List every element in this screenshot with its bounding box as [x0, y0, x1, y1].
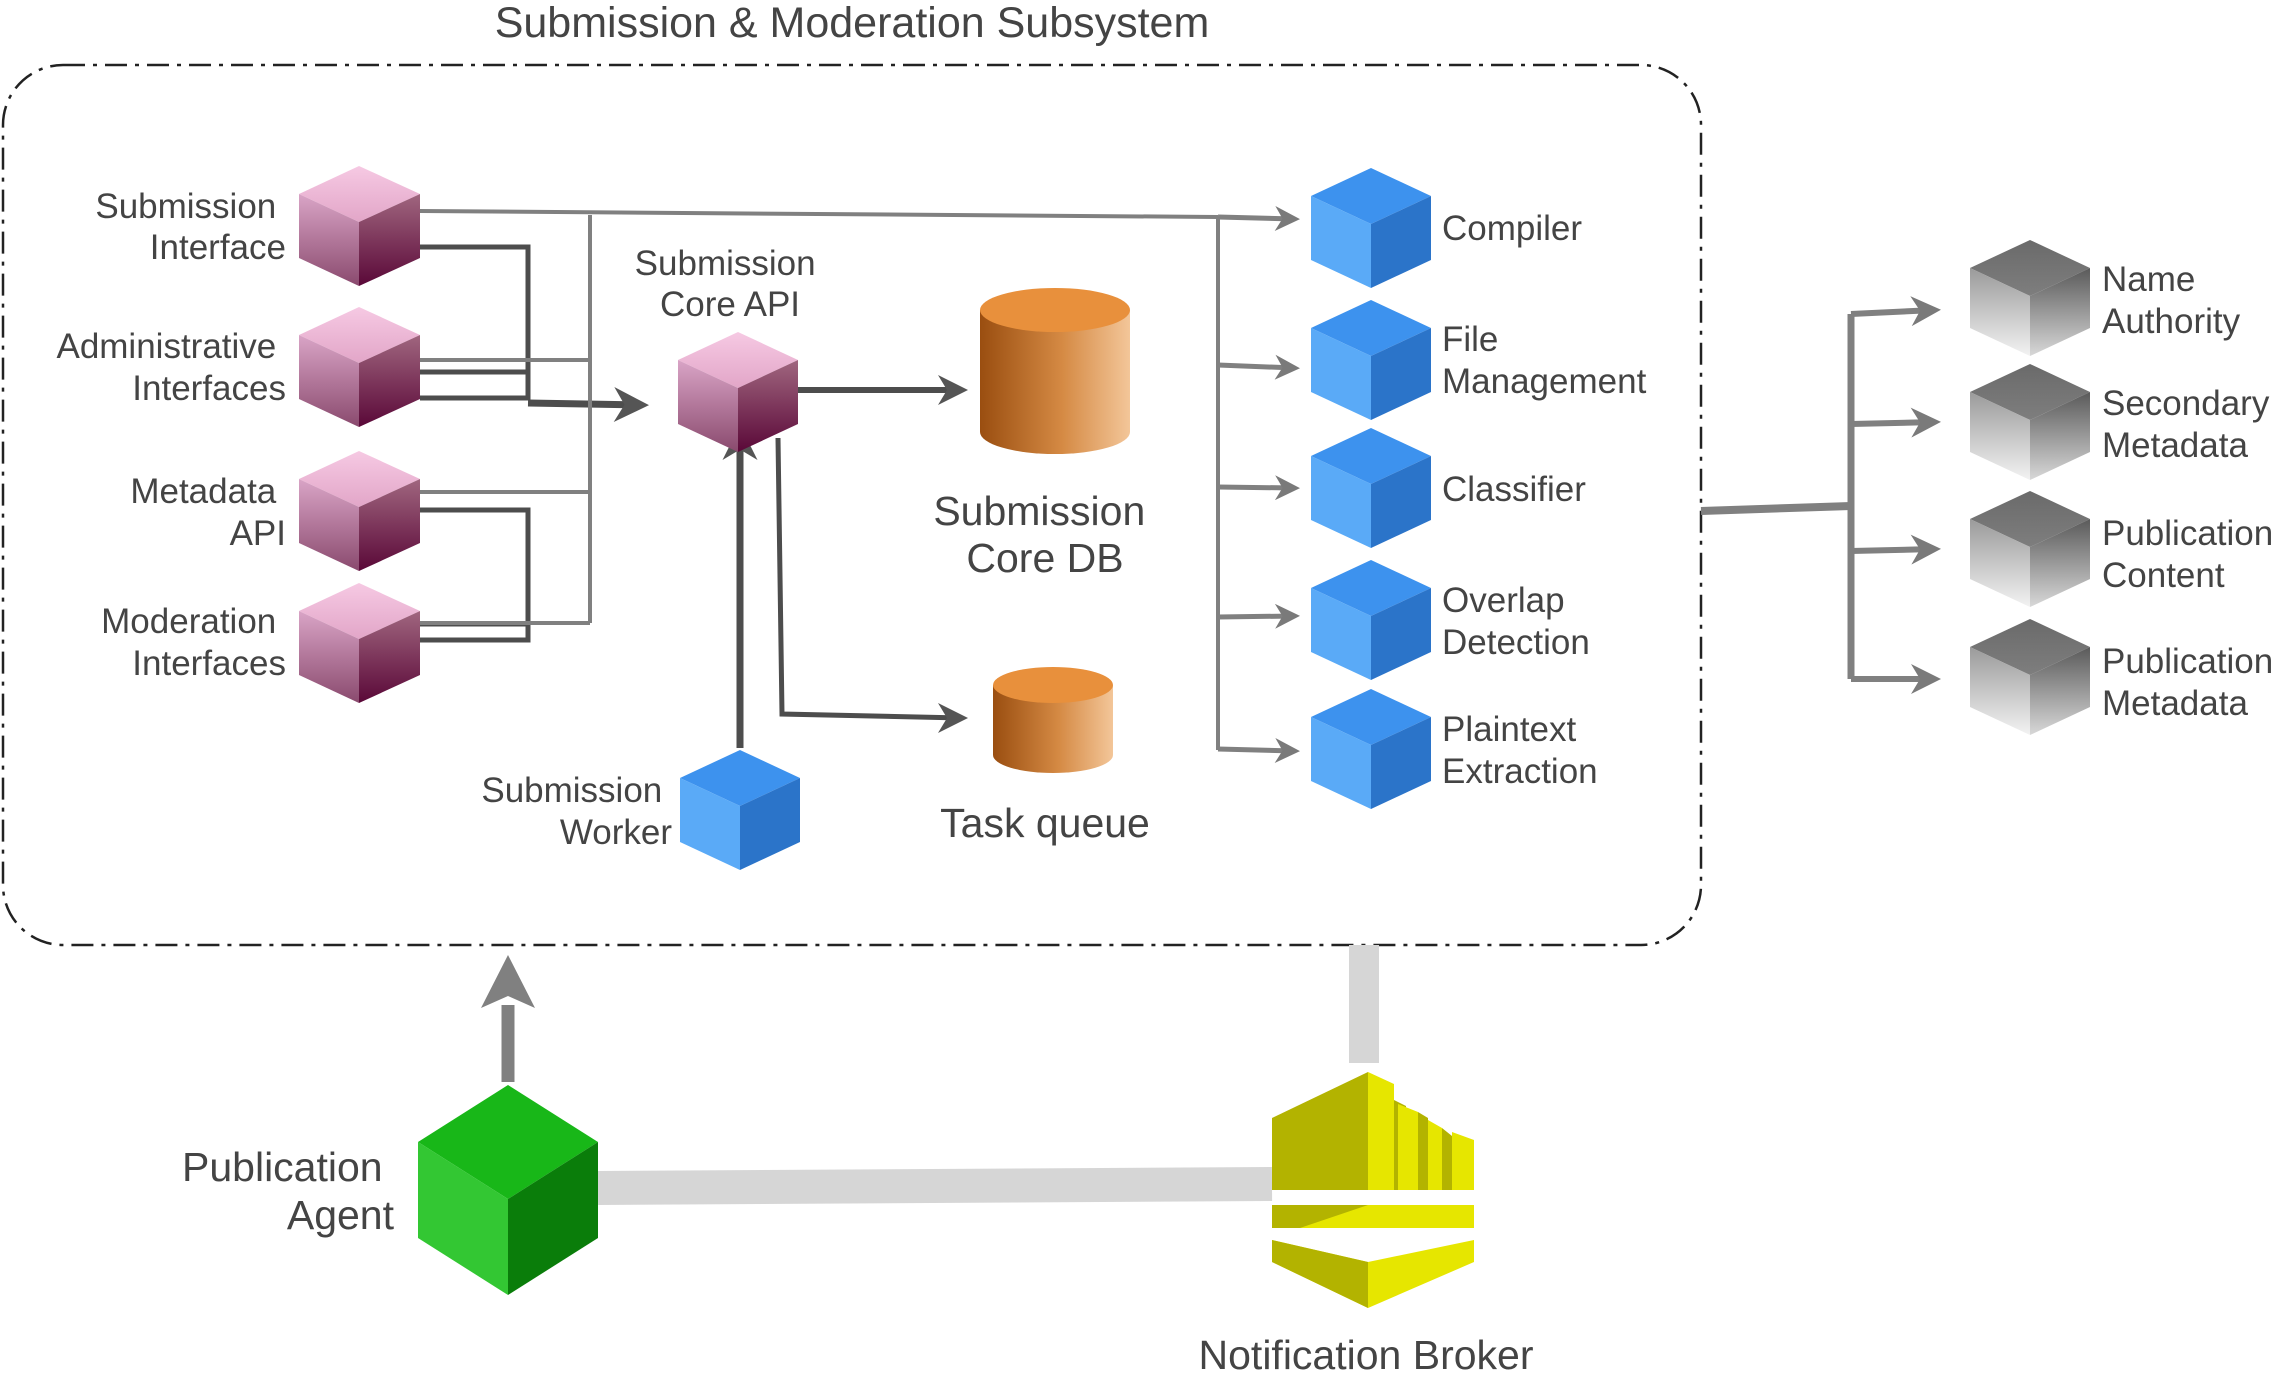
external-wires	[1700, 296, 1941, 694]
publication-metadata-label: Publication Metadata	[2102, 642, 2277, 723]
compiler-cube	[1311, 168, 1431, 288]
secondary-metadata-cube	[1970, 364, 2090, 480]
core-wires	[722, 375, 968, 748]
moderation-interfaces-cube	[299, 583, 420, 703]
metadata-api-label: Metadata API	[130, 472, 286, 553]
core-db-cylinder	[980, 288, 1130, 454]
overlap-detection-cube	[1311, 560, 1431, 680]
worker-cube	[680, 750, 800, 870]
secondary-metadata-label: Secondary Metadata	[2102, 384, 2277, 465]
service-wires	[419, 205, 1300, 763]
plaintext-extraction-cube	[1311, 689, 1431, 809]
moderation-interfaces-label: Moderation Interfaces	[101, 602, 286, 683]
subsystem-title: Submission & Moderation Subsystem	[495, 0, 1210, 47]
name-authority-label: Name Authority	[2102, 260, 2241, 341]
publication-content-label: Publication Content	[2102, 514, 2277, 595]
file-management-label: File Management	[1442, 320, 1647, 401]
submission-interface-cube	[299, 166, 420, 286]
notification-broker-icon	[1272, 1072, 1474, 1308]
classifier-cube	[1311, 428, 1431, 548]
submission-interface-label: Submission Interface	[95, 187, 286, 267]
publication-agent-label: Publication Agent	[182, 1144, 395, 1238]
administrative-interfaces-label: Administrative Interfaces	[56, 327, 286, 408]
core-db-label: Submission Core DB	[933, 488, 1156, 581]
notification-broker-label: Notification Broker	[1199, 1332, 1534, 1378]
core-api-label: Submission Core API	[635, 244, 826, 324]
bottom-connectors	[481, 945, 1379, 1205]
overlap-detection-label: Overlap Detection	[1442, 581, 1590, 662]
plaintext-extraction-label: Plaintext Extraction	[1442, 710, 1598, 791]
task-queue-label: Task queue	[940, 800, 1150, 846]
classifier-label: Classifier	[1442, 470, 1586, 509]
publication-agent-cube	[418, 1085, 598, 1295]
publication-content-cube	[1970, 491, 2090, 607]
file-management-cube	[1311, 300, 1431, 420]
client-wires	[420, 244, 649, 643]
publication-metadata-cube	[1970, 619, 2090, 735]
subsystem-boundary	[1, 63, 1703, 947]
task-queue-cylinder	[993, 667, 1113, 773]
worker-label: Submission Worker	[481, 771, 672, 852]
name-authority-cube	[1970, 240, 2090, 356]
metadata-api-cube	[299, 451, 420, 571]
core-api-cube	[678, 332, 798, 452]
administrative-interfaces-cube	[299, 307, 420, 427]
compiler-label: Compiler	[1442, 209, 1582, 248]
